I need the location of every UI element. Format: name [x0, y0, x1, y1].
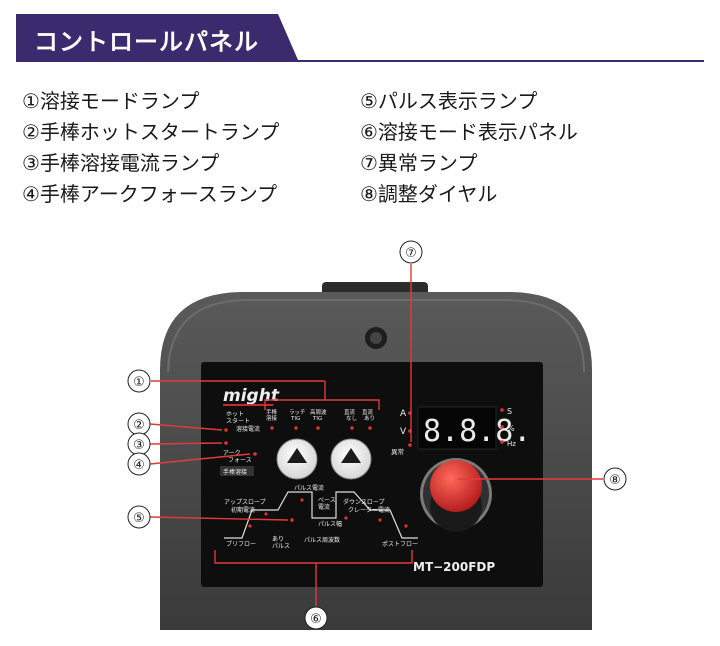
section-banner: コントロールパネル	[16, 14, 298, 60]
mode-lamp-group: 手棒 溶接 ラッチ TIG 高周波 TIG 直流 なし 直流 あり	[266, 408, 375, 430]
pulse-on-label-2: パルス	[272, 543, 290, 550]
pulse-current-lamp	[300, 498, 304, 502]
page-title: コントロールパネル	[34, 28, 259, 56]
mode-3-line-2: TIG	[312, 416, 322, 422]
error-lamp	[408, 443, 412, 447]
callout-4: ④	[127, 452, 151, 476]
mode-lamp-4	[350, 426, 354, 430]
postflow-lamp	[404, 524, 408, 528]
arrow-up-icon	[287, 448, 307, 463]
legend-left: ①溶接モードランプ ②手棒ホットスタートランプ ③手棒溶接電流ランプ ④手棒アー…	[22, 86, 279, 210]
downslope-label: ダウンスロープ	[343, 498, 385, 506]
unit-s-lamp	[500, 408, 504, 412]
hot-start-label-2: スタート	[226, 417, 250, 425]
callout-5: ⑤	[127, 505, 151, 529]
amp-label: A	[400, 409, 407, 419]
legend-item-2: ②手棒ホットスタートランプ	[22, 120, 280, 144]
control-panel-figure: might ホット スタート 溶接電流 アーク フォース 手棒溶接 手棒 溶接 …	[127, 240, 627, 630]
callout-7: ⑦	[399, 240, 423, 264]
svg-text:②: ②	[133, 418, 145, 433]
unit-hz: Hz	[507, 440, 516, 448]
legend-item-7: ⑦異常ランプ	[360, 151, 478, 175]
svg-text:①: ①	[133, 375, 145, 390]
mode-lamp-5	[368, 426, 372, 430]
mode-2-line-1: ラッチ	[289, 409, 306, 416]
initial-current-label: 初期電流	[231, 506, 255, 514]
mode-1-line-1: 手棒	[266, 408, 278, 416]
callout-2: ②	[127, 412, 151, 436]
hot-start-lamp	[224, 428, 228, 432]
pulse-current-label: パルス電流	[294, 484, 324, 492]
legend-item-4: ④手棒アークフォースランプ	[22, 182, 278, 206]
callout-8: ⑧	[603, 467, 627, 491]
mode-5-line-1: 直流	[362, 408, 374, 416]
legend-item-3: ③手棒溶接電流ランプ	[22, 151, 220, 175]
mode-4-line-1: 直流	[344, 408, 356, 416]
callout-1: ①	[127, 369, 151, 393]
arc-force-label-1: アーク	[223, 450, 241, 457]
mode-display-panel	[224, 491, 418, 539]
legend-item-1: ①溶接モードランプ	[22, 89, 200, 113]
mode-lamp-3	[316, 426, 320, 430]
callout-6: ⑥	[304, 606, 328, 630]
svg-text:⑧: ⑧	[609, 473, 621, 488]
upslope-lamp	[264, 512, 268, 516]
mode-2-line-2: TIG	[290, 416, 300, 422]
arc-force-lamp	[253, 452, 257, 456]
mode-lamp-1	[270, 426, 274, 430]
legend-item-5: ⑤パルス表示ランプ	[360, 89, 538, 113]
legend-right: ⑤パルス表示ランプ ⑥溶接モード表示パネル ⑦異常ランプ ⑧調整ダイヤル	[360, 86, 578, 210]
mode-button-left[interactable]	[276, 438, 318, 480]
mode-5-line-2: あり	[364, 415, 375, 422]
arc-force-label-2: フォース	[228, 457, 252, 464]
svg-text:③: ③	[133, 438, 145, 453]
mode-3-line-1: 高周波	[310, 408, 327, 416]
current-lamp	[224, 441, 228, 445]
preflow-label: プリフロー	[226, 541, 256, 548]
mode-1-line-2: 溶接	[266, 414, 278, 422]
callout-lines	[149, 264, 603, 606]
svg-text:⑤: ⑤	[133, 511, 145, 526]
base-current-label-2: 電流	[318, 503, 330, 511]
callout-3: ③	[127, 432, 151, 456]
stick-weld-label: 手棒溶接	[223, 468, 247, 476]
svg-text:④: ④	[133, 458, 145, 473]
current-label: 溶接電流	[236, 425, 260, 433]
led-display	[417, 406, 497, 450]
pulse-freq-label: パルス周波数	[304, 536, 340, 544]
crater-lamp	[378, 518, 382, 522]
arrow-up-icon	[341, 448, 361, 463]
legend-item-6: ⑥溶接モード表示パネル	[360, 120, 578, 144]
legend-item-8: ⑧調整ダイヤル	[360, 182, 498, 206]
hot-start-label-1: ホット	[226, 411, 244, 418]
mode-4-line-2: なし	[346, 415, 357, 422]
pulse-width-label: パルス幅	[318, 520, 342, 528]
preflow-lamp	[248, 524, 252, 528]
brand-logo: might	[223, 386, 280, 406]
pulse-lamp	[290, 518, 294, 522]
unit-percent: %	[507, 424, 515, 433]
upslope-label: アップスロープ	[224, 499, 266, 506]
svg-text:⑦: ⑦	[405, 246, 417, 261]
header-rule	[16, 60, 704, 62]
pulse-width-lamp	[344, 516, 348, 520]
unit-s: S	[507, 407, 512, 416]
svg-text:⑥: ⑥	[310, 612, 322, 627]
mode-lamp-2	[294, 426, 298, 430]
pulse-on-label-1: あり	[272, 536, 284, 543]
unit-hz-lamp	[500, 440, 504, 444]
adjust-knob[interactable]	[420, 458, 492, 532]
model-name: MT−200FDP	[413, 560, 495, 574]
postflow-label: ポストフロー	[382, 540, 418, 548]
banner-shape	[16, 14, 298, 60]
unit-pct-lamp	[500, 425, 504, 429]
stick-weld-badge	[220, 466, 254, 476]
base-current-label-1: ベース	[318, 497, 336, 504]
mode-button-right[interactable]	[330, 438, 372, 480]
volt-label: V	[400, 427, 407, 437]
crater-current-label: クレーター電流	[348, 506, 390, 514]
display-readout: 8.8.8.	[423, 414, 531, 449]
error-label: 異常	[391, 447, 404, 456]
